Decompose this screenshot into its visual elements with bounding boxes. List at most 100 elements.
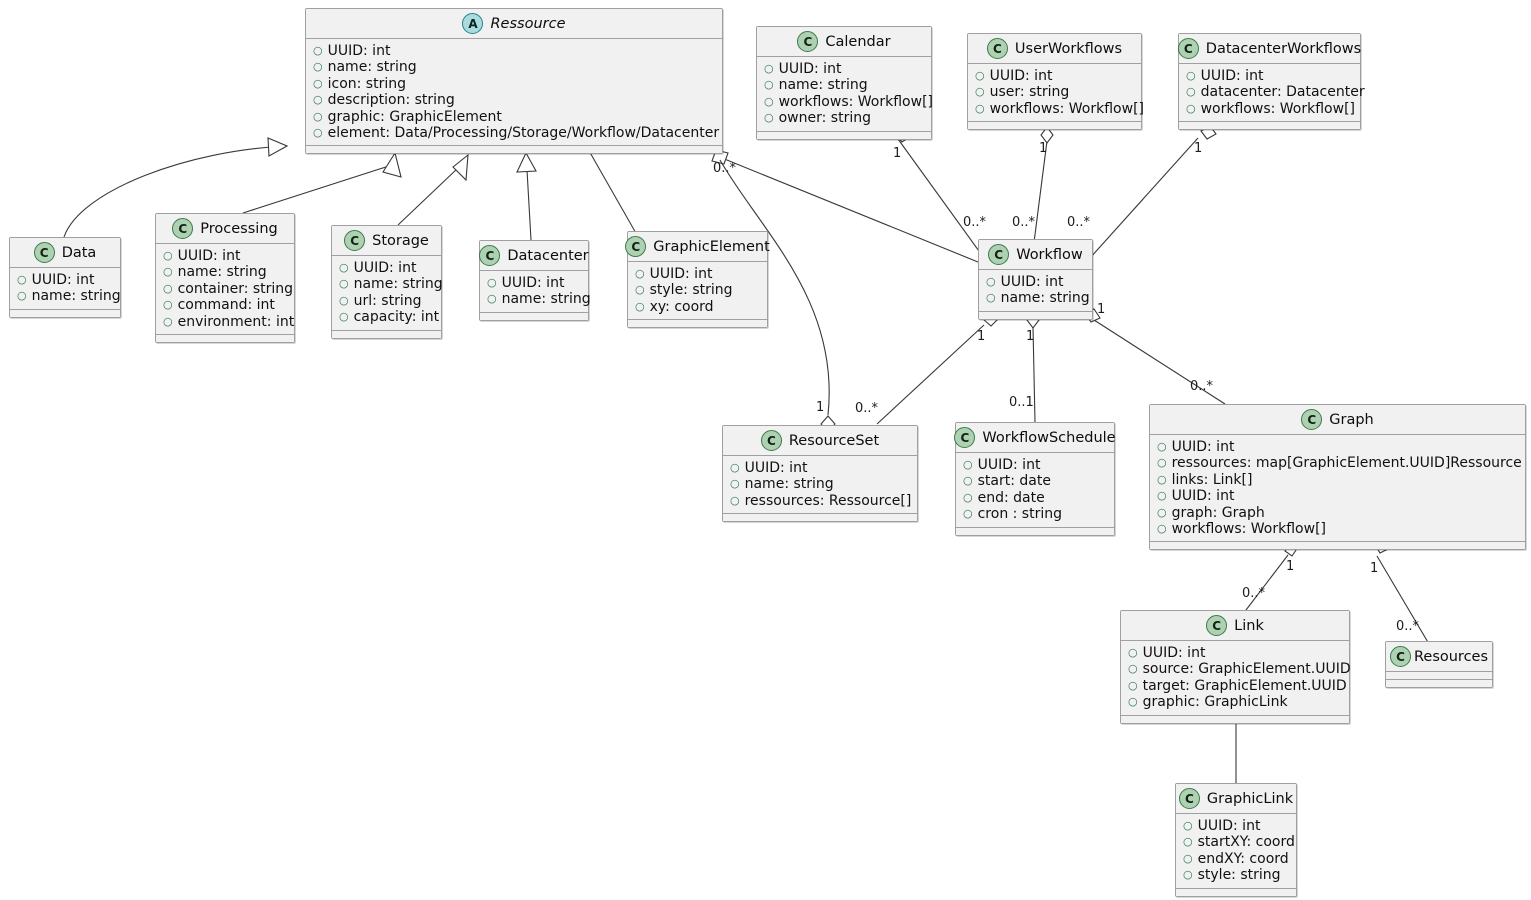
class-box-datacenter[interactable]: C Datacenter ○UUID: int ○name: string bbox=[479, 240, 591, 321]
attribute-row: ○links: Link[] bbox=[1157, 472, 1518, 488]
mult-workflow-user: 0..* bbox=[1012, 215, 1036, 230]
attribute-row: ○UUID: int bbox=[986, 274, 1085, 290]
generalization-arrow-icon bbox=[516, 151, 537, 173]
class-box-resources[interactable]: C Resources bbox=[1385, 641, 1493, 688]
attribute-text: endXY: coord bbox=[1197, 850, 1289, 867]
attribute-text: cron : string bbox=[977, 506, 1062, 523]
class-box-datacenterworkflows[interactable]: C DatacenterWorkflows ○UUID: int ○datace… bbox=[1177, 33, 1365, 131]
class-box-calendar[interactable]: C Calendar ○UUID: int ○name: string ○wor… bbox=[756, 26, 933, 140]
class-attributes-ressource: ○UUID: int ○name: string ○icon: string ○… bbox=[306, 39, 722, 147]
attribute-row: ○command: int bbox=[163, 297, 287, 313]
class-box-ressource[interactable]: A Ressource ○UUID: int ○name: string ○ic… bbox=[305, 8, 723, 155]
attribute-text: UUID: int bbox=[1200, 68, 1264, 84]
visibility-public-icon: ○ bbox=[17, 289, 27, 303]
class-box-workflow[interactable]: C Workflow ○UUID: int ○name: string bbox=[978, 239, 1093, 320]
class-title-graph: Graph bbox=[1329, 411, 1374, 428]
attribute-row: ○graphic: GraphicLink bbox=[1128, 694, 1342, 710]
class-title-workflowschedule: WorkflowSchedule bbox=[982, 429, 1116, 446]
attribute-row: ○cron : string bbox=[963, 506, 1107, 522]
attribute-row: ○UUID: int bbox=[313, 43, 715, 59]
class-methods-resourceset bbox=[723, 514, 917, 522]
attribute-row: ○name: string bbox=[17, 288, 121, 304]
class-box-resourceset[interactable]: C ResourceSet ○UUID: int ○name: string ○… bbox=[722, 425, 918, 523]
abstract-class-badge-icon: A bbox=[462, 13, 484, 34]
class-box-data[interactable]: C Data ○UUID: int ○name: string bbox=[9, 237, 121, 318]
class-attributes-calendar: ○UUID: int ○name: string ○workflows: Wor… bbox=[757, 57, 933, 132]
class-badge-icon: C bbox=[1206, 615, 1228, 636]
class-badge-icon: C bbox=[797, 31, 819, 52]
attribute-text: datacenter: Datacenter bbox=[1200, 84, 1365, 101]
mult-calendar-one: 1 bbox=[893, 146, 901, 161]
attribute-row: ○UUID: int bbox=[17, 272, 113, 288]
attribute-text: source: GraphicElement.UUID bbox=[1142, 661, 1351, 678]
visibility-public-icon: ○ bbox=[1183, 819, 1193, 832]
attribute-text: graphic: GraphicElement bbox=[327, 108, 502, 125]
class-box-graphiclink[interactable]: C GraphicLink ○UUID: int ○startXY: coord… bbox=[1175, 783, 1297, 897]
class-attributes-link: ○UUID: int ○source: GraphicElement.UUID … bbox=[1121, 641, 1351, 716]
attribute-row: ○name: string bbox=[487, 291, 591, 307]
visibility-public-icon: ○ bbox=[635, 299, 645, 313]
class-box-storage[interactable]: C Storage ○UUID: int ○name: string ○url:… bbox=[331, 225, 443, 339]
visibility-public-icon: ○ bbox=[313, 109, 323, 123]
class-title-calendar: Calendar bbox=[825, 33, 891, 50]
class-box-link[interactable]: C Link ○UUID: int ○source: GraphicElemen… bbox=[1120, 610, 1351, 724]
class-box-processing[interactable]: C Processing ○UUID: int ○name: string ○c… bbox=[155, 213, 295, 344]
attribute-text: name: string bbox=[177, 264, 267, 281]
attribute-text: user: string bbox=[989, 84, 1070, 101]
visibility-public-icon: ○ bbox=[487, 276, 497, 289]
generalization-arrow-icon bbox=[382, 151, 402, 178]
relation-workflow-aggregates-resourceset: 1 0..* bbox=[855, 311, 999, 425]
visibility-public-icon: ○ bbox=[163, 298, 173, 312]
visibility-public-icon: ○ bbox=[975, 85, 985, 99]
attribute-text: xy: coord bbox=[649, 298, 714, 315]
class-attributes-storage: ○UUID: int ○name: string ○url: string ○c… bbox=[332, 256, 443, 331]
attribute-text: UUID: int bbox=[501, 275, 565, 291]
class-title-resources: Resources bbox=[1413, 648, 1489, 665]
class-box-workflowschedule[interactable]: C WorkflowSchedule ○UUID: int ○start: da… bbox=[954, 422, 1116, 536]
visibility-public-icon: ○ bbox=[1128, 678, 1138, 692]
visibility-public-icon: ○ bbox=[764, 111, 774, 125]
class-box-graphicelement[interactable]: C GraphicElement ○UUID: int ○style: stri… bbox=[625, 231, 770, 329]
relation-workflow-aggregates-graph: 1 0..* bbox=[1084, 302, 1226, 405]
class-badge-icon: C bbox=[479, 245, 501, 266]
class-methods-workflow bbox=[979, 311, 1092, 319]
mult-workflow-graph-one: 1 bbox=[1097, 302, 1105, 317]
attribute-text: UUID: int bbox=[989, 68, 1053, 84]
attribute-row: ○name: string bbox=[313, 59, 715, 75]
attribute-row: ○ UUID: int bbox=[487, 275, 581, 291]
attribute-text: end: date bbox=[977, 489, 1045, 506]
visibility-public-icon: ○ bbox=[975, 69, 985, 82]
visibility-public-icon: ○ bbox=[963, 458, 973, 471]
attribute-text: workflows: Workflow[] bbox=[1200, 100, 1355, 117]
class-methods-calendar bbox=[757, 131, 931, 139]
visibility-public-icon: ○ bbox=[339, 310, 349, 324]
visibility-public-icon: ○ bbox=[975, 101, 985, 115]
class-box-graph[interactable]: C Graph ○UUID: int ○ressources: map[Grap… bbox=[1149, 404, 1526, 551]
attribute-row: ○UUID: int bbox=[1128, 645, 1342, 661]
visibility-public-icon: ○ bbox=[163, 314, 173, 328]
class-methods-resources bbox=[1386, 680, 1492, 687]
attribute-text: UUID: int bbox=[1197, 818, 1261, 834]
attribute-row: ○capacity: int bbox=[339, 309, 439, 325]
class-header-graphiclink: C GraphicLink bbox=[1176, 784, 1296, 814]
attribute-row: ○name: string bbox=[163, 264, 287, 280]
relation-datacenter-generalizes-ressource bbox=[516, 151, 537, 241]
class-box-userworkflows[interactable]: C UserWorkflows ○UUID: int ○user: string… bbox=[967, 33, 1144, 131]
mult-workflow-dcwf: 0..* bbox=[1067, 215, 1091, 230]
class-title-workflow: Workflow bbox=[1016, 246, 1083, 263]
attribute-text: workflows: Workflow[] bbox=[778, 93, 933, 110]
class-methods-graph bbox=[1150, 542, 1525, 550]
visibility-public-icon: ○ bbox=[163, 249, 173, 262]
visibility-public-icon: ○ bbox=[339, 277, 349, 291]
class-attributes-processing: ○UUID: int ○name: string ○container: str… bbox=[156, 244, 294, 336]
class-header-graph: C Graph bbox=[1150, 405, 1525, 435]
visibility-public-icon: ○ bbox=[986, 291, 996, 305]
visibility-public-icon: ○ bbox=[313, 60, 323, 74]
class-header-calendar: C Calendar bbox=[757, 27, 931, 57]
mult-workflow-calendar: 0..* bbox=[963, 215, 987, 230]
attribute-row: ○workflows: Workflow[] bbox=[764, 94, 933, 110]
attribute-text: name: string bbox=[501, 291, 591, 308]
attribute-text: name: string bbox=[778, 77, 868, 94]
class-methods-ressource bbox=[306, 146, 722, 154]
